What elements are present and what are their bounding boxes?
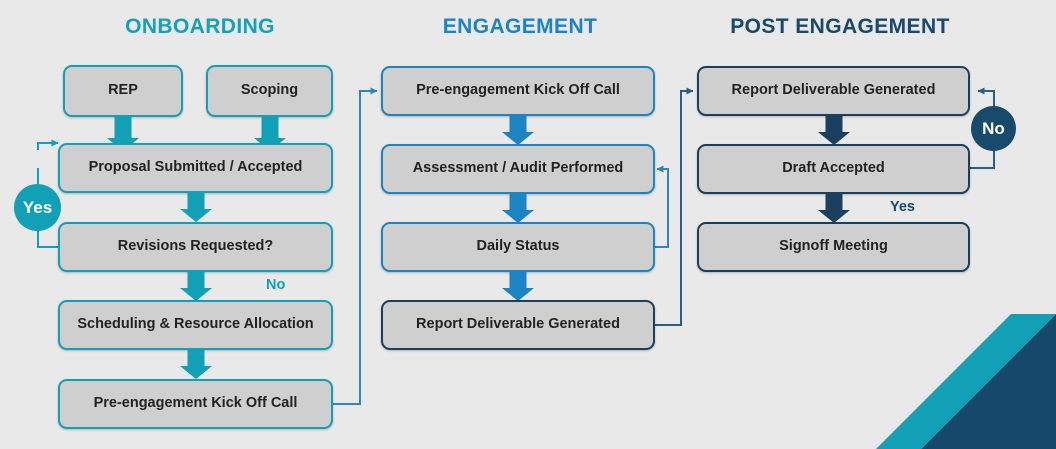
- column-title-onboarding: ONBOARDING: [125, 15, 275, 38]
- decorative-corner: [876, 314, 1056, 449]
- arrow-report-to-draft-accepted: [818, 116, 850, 145]
- node-scheduling-resource-allocation[interactable]: Scheduling & Resource Allocation: [58, 300, 333, 350]
- node-assessment-audit[interactable]: Assessment / Audit Performed: [381, 144, 655, 194]
- branch-label-yes-post: Yes: [890, 199, 915, 215]
- arrow-revisions-to-scheduling: [180, 272, 212, 301]
- arrow-draft-to-signoff: [818, 194, 850, 223]
- node-post-report-deliverable[interactable]: Report Deliverable Generated: [697, 66, 970, 116]
- node-engagement-kickoff[interactable]: Pre-engagement Kick Off Call: [381, 66, 655, 116]
- arrow-daily-status-to-report: [502, 272, 534, 301]
- column-title-engagement: ENGAGEMENT: [442, 15, 598, 38]
- node-daily-status[interactable]: Daily Status: [381, 222, 655, 272]
- node-draft-accepted[interactable]: Draft Accepted: [697, 144, 970, 194]
- arrow-proposal-to-revisions: [180, 193, 212, 222]
- arrow-assessment-to-daily-status: [502, 194, 534, 223]
- decision-no-circle[interactable]: No: [971, 106, 1016, 151]
- node-revisions-requested[interactable]: Revisions Requested?: [58, 222, 333, 272]
- node-rep[interactable]: REP: [63, 65, 183, 117]
- node-signoff-meeting[interactable]: Signoff Meeting: [697, 222, 970, 272]
- column-title-post-engagement: POST ENGAGEMENT: [730, 15, 950, 38]
- arrow-scheduling-to-kickoff: [180, 350, 212, 379]
- branch-label-no-onboarding: No: [266, 277, 286, 293]
- node-scoping[interactable]: Scoping: [206, 65, 333, 117]
- node-onboarding-kickoff[interactable]: Pre-engagement Kick Off Call: [58, 379, 333, 429]
- arrow-kickoff-to-assessment: [502, 116, 534, 145]
- decision-yes-circle[interactable]: Yes: [14, 184, 61, 231]
- node-engagement-report-deliverable[interactable]: Report Deliverable Generated: [381, 300, 655, 350]
- node-proposal-submitted[interactable]: Proposal Submitted / Accepted: [58, 143, 333, 193]
